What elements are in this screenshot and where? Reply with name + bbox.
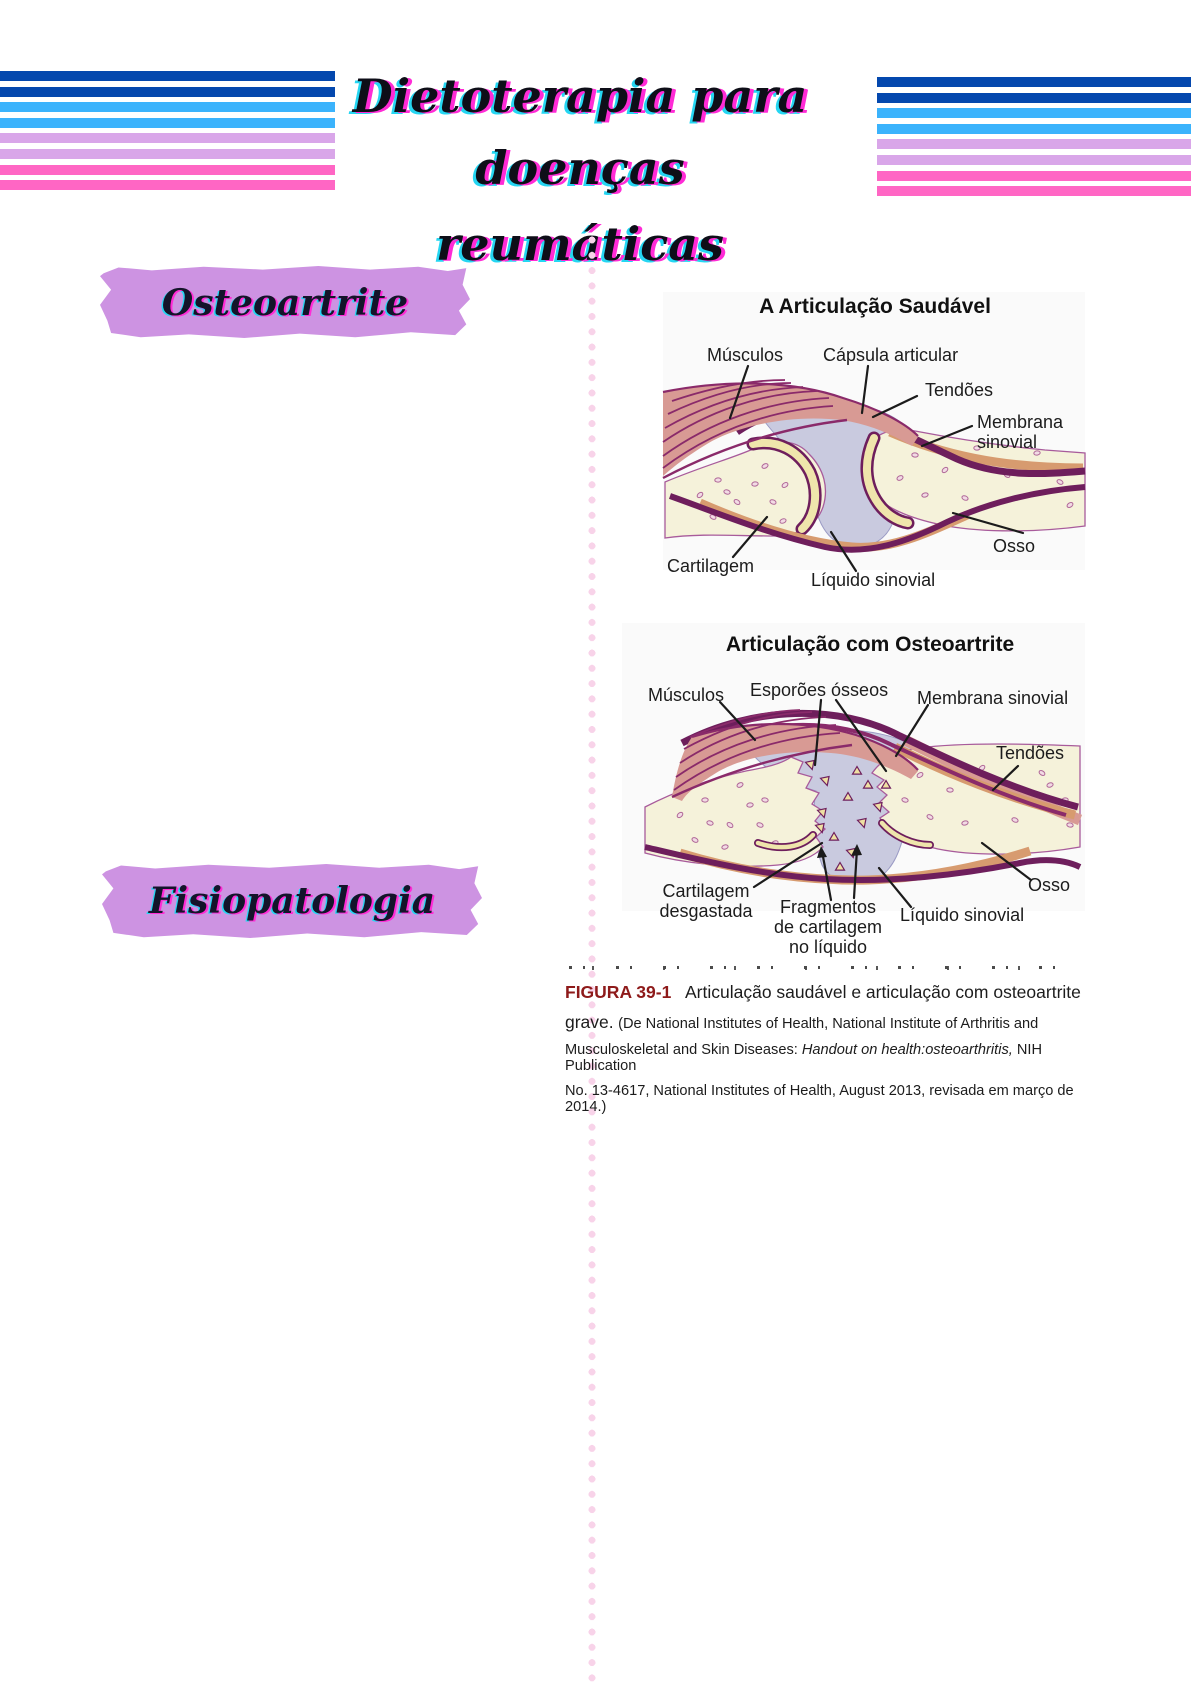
caption-title-text: Articulação saudável e articulação com o…: [684, 982, 1081, 1002]
muscle-striations: [671, 709, 919, 799]
stripe: [0, 133, 335, 144]
capsule-bottom: [668, 484, 1086, 553]
figure-caption: FIGURA 39-1 Articulação saudável e artic…: [565, 964, 1090, 1115]
stripe: [877, 139, 1191, 150]
stripe: [877, 123, 1191, 134]
healthy-joint-title: A Articulação Saudável: [759, 295, 991, 318]
section-heading-fisiopatologia-label: Fisiopatologia: [148, 880, 436, 922]
capsule-top: [680, 710, 1079, 811]
figure-healthy-joint: A Articulação Saudável Músculos Cápsula …: [615, 270, 1090, 600]
label-musculos: Músculos: [707, 345, 784, 365]
label-cartilagem: Cartilagem: [667, 556, 755, 576]
osteoarthritic-joint-illustration: [644, 698, 1083, 909]
healthy-joint-illustration: [662, 364, 1086, 573]
label-fragmentos: Fragmentos de cartilagem no líquido: [773, 897, 883, 957]
label-tendoes: Tendões: [996, 743, 1065, 763]
caption-citation-italic: Handout on health:osteoarthritis,: [801, 1042, 1013, 1058]
stripe: [877, 186, 1191, 197]
label-liquido-sinovial: Líquido sinovial: [811, 570, 936, 590]
caption-line-3: Musculoskeletal and Skin Diseases: Hando…: [565, 1042, 1042, 1074]
caption-citation-1: (De National Institutes of Health, Natio…: [618, 1016, 1039, 1032]
muscle: [663, 383, 918, 476]
stripe: [877, 154, 1191, 165]
caption-line-4: No. 13-4617, National Institutes of Heal…: [565, 1083, 1074, 1115]
arrowheads: [817, 844, 862, 858]
section-heading-osteoartrite: Osteoartrite: [100, 266, 470, 338]
stripe: [877, 77, 1191, 87]
label-liquido-sinovial: Líquido sinovial: [900, 905, 1025, 925]
page-title-line2: reumáticas: [436, 217, 724, 271]
clipped-text-fragment: [565, 964, 1090, 973]
page-title-line1: Dietoterapia para doenças: [352, 69, 808, 195]
bone-left-with-spurs: [644, 756, 827, 867]
muscle: [672, 724, 918, 801]
stripe: [877, 92, 1191, 103]
stripe-block-left: [0, 71, 335, 196]
capsule-bottom: [644, 844, 1082, 884]
stripe: [0, 86, 335, 97]
stripe: [877, 170, 1191, 181]
osteo-joint-title: Articulação com Osteoartrite: [725, 633, 1015, 656]
leader-lines: [728, 364, 1025, 573]
label-capsula-articular: Cápsula articular: [823, 345, 959, 365]
label-tendoes: Tendões: [925, 380, 994, 400]
stripe: [0, 71, 335, 81]
cartilage-left: [746, 436, 822, 536]
caption-line-2: grave. (De National Institutes of Health…: [565, 1012, 1090, 1033]
stripe: [877, 108, 1191, 119]
worn-cartilage-left: [754, 831, 817, 852]
section-heading-osteoartrite-label: Osteoartrite: [161, 282, 409, 324]
label-membrana-sinovial: Membrana sinovial: [977, 412, 1064, 452]
label-musculos: Músculos: [648, 685, 725, 705]
label-cartilagem-desgastada: Cartilagem desgastada: [659, 881, 753, 921]
stripe: [0, 148, 335, 159]
stripe: [0, 117, 335, 128]
caption-line-1: FIGURA 39-1 Articulação saudável e artic…: [565, 982, 1090, 1003]
caption-title-text-2: grave.: [565, 1012, 614, 1032]
worn-cartilage-right: [878, 819, 934, 849]
figure-osteoarthritic-joint: Articulação com Osteoartrite Músculos Es…: [610, 585, 1100, 967]
stripe-block-right: [877, 77, 1191, 202]
dotted-divider: [588, 236, 596, 1684]
label-osso: Osso: [1028, 875, 1071, 895]
stripe: [0, 164, 335, 175]
label-membrana-sinovial: Membrana sinovial: [917, 688, 1069, 708]
bone-left: [664, 441, 827, 539]
label-esporoes-osseos: Esporões ósseos: [750, 680, 889, 700]
section-heading-fisiopatologia: Fisiopatologia: [102, 864, 482, 938]
stripe: [0, 180, 335, 191]
cartilage-fragments: [804, 759, 892, 871]
page-title: Dietoterapia para doenças reumáticas: [320, 60, 840, 276]
caption-figure-tag: FIGURA 39-1: [565, 982, 672, 1002]
leader-lines: [718, 698, 1033, 909]
muscle-striations: [662, 379, 919, 480]
cartilage-right: [860, 431, 915, 530]
stripe: [0, 102, 335, 113]
label-osso: Osso: [993, 536, 1036, 556]
